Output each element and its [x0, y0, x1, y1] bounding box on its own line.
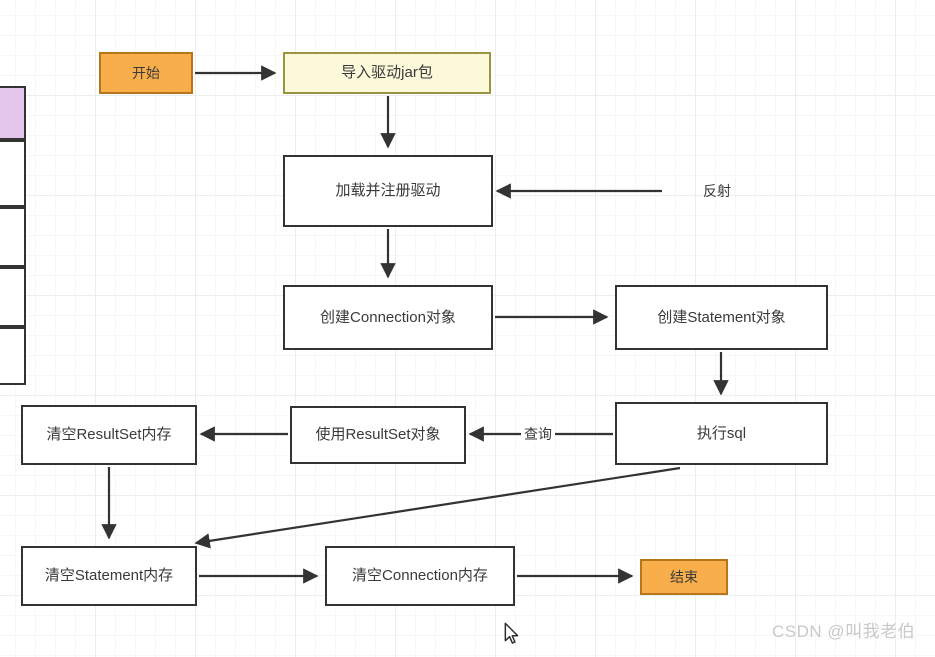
offscreen-node-4[interactable] [0, 327, 26, 385]
node-use-resultset[interactable]: 使用ResultSet对象 [290, 406, 466, 464]
node-end[interactable]: 结束 [640, 559, 728, 595]
node-clear-connection-memory[interactable]: 清空Connection内存 [325, 546, 515, 606]
csdn-watermark: CSDN @叫我老伯 [772, 622, 916, 641]
offscreen-node-1[interactable] [0, 140, 26, 207]
node-load-and-register-driver[interactable]: 加载并注册驱动 [283, 155, 493, 227]
node-create-connection[interactable]: 创建Connection对象 [283, 285, 493, 350]
node-import-driver-jar[interactable]: 导入驱动jar包 [283, 52, 491, 94]
node-create-statement[interactable]: 创建Statement对象 [615, 285, 828, 350]
edge-label-reflection: 反射 [703, 183, 731, 199]
offscreen-node-2[interactable] [0, 207, 26, 267]
node-start[interactable]: 开始 [99, 52, 193, 94]
edge-label-query: 查询 [521, 424, 555, 444]
edge-exec-sql-to-clear-statement [194, 466, 681, 549]
node-clear-statement-memory[interactable]: 清空Statement内存 [21, 546, 197, 606]
offscreen-node-purple[interactable] [0, 86, 26, 140]
offscreen-node-3[interactable] [0, 267, 26, 327]
mouse-pointer-icon [504, 622, 519, 644]
node-clear-resultset-memory[interactable]: 清空ResultSet内存 [21, 405, 197, 465]
node-execute-sql[interactable]: 执行sql [615, 402, 828, 465]
